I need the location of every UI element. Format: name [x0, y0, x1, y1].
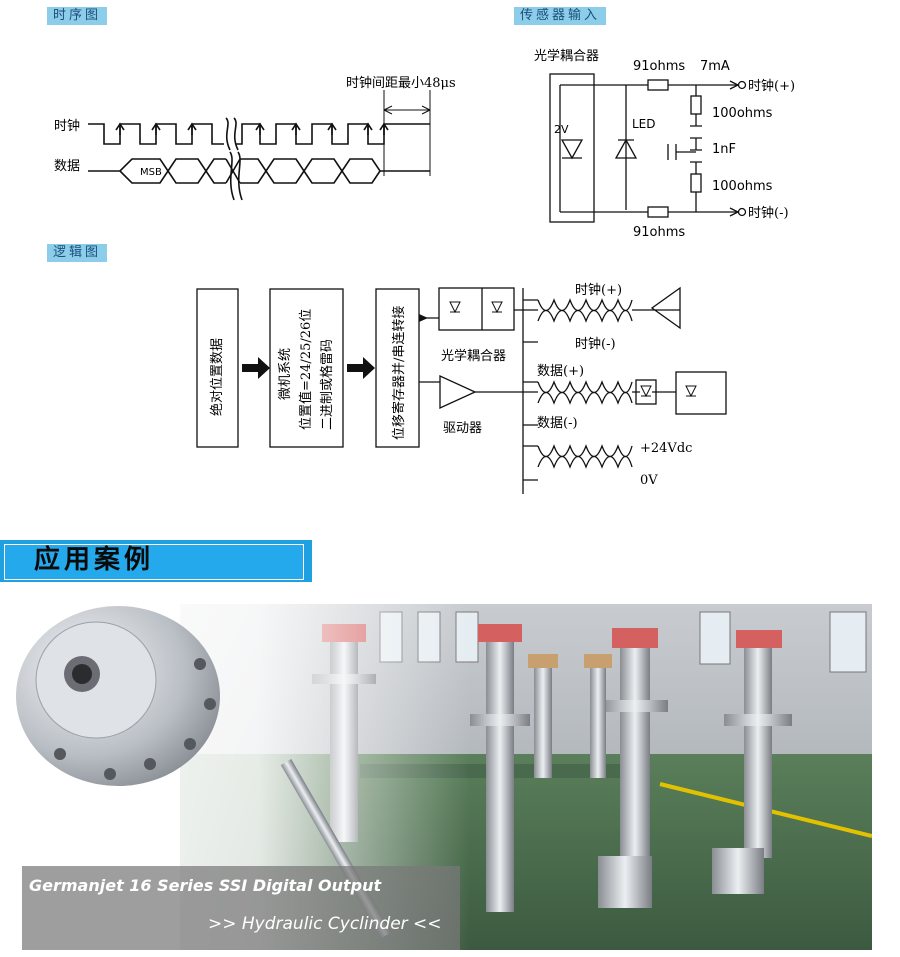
section-tag-logic: 逻辑图: [47, 244, 108, 262]
application-banner-title: 应用案例: [34, 545, 155, 575]
data-waveform: [88, 158, 226, 184]
logic-clock-minus-label: 时钟(-): [575, 336, 616, 352]
block-microcomputer-line2: 位置值=24/25/26位: [298, 309, 314, 430]
clock-label: 时钟: [54, 118, 80, 134]
block-shift-register: [375, 288, 420, 448]
caption-product-line: Germanjet 16 Series SSI Digital Output: [29, 876, 382, 895]
capacitor-label: 1nF: [712, 142, 736, 157]
power-label: +24Vdc: [640, 441, 692, 456]
sensor-input-circuit: 光学耦合器 91ohms 7mA 时钟(+) 100ohms LED 1nF 1…: [534, 48, 795, 240]
optocoupler-label: 光学耦合器: [534, 48, 599, 64]
caption-application-line: >> Hydraulic Cyclinder <<: [208, 914, 442, 934]
block-microcomputer-line1: 微机系统: [278, 348, 293, 400]
resistor-91-bottom-label: 91ohms: [633, 225, 685, 240]
logic-diagram: 绝对位置数据 微机系统 位置值=24/25/26位 二进制或格雷码 位移寄存器并…: [196, 282, 727, 494]
msb-label: MSB: [140, 167, 162, 178]
resistor-91-bottom: [647, 206, 669, 218]
resistor-100-top: [690, 95, 702, 115]
current-label: 7mA: [700, 59, 730, 74]
clock-waveform: [88, 123, 430, 145]
driver-symbol: [439, 374, 477, 410]
interval-label: 时钟间距最小48μs: [346, 75, 456, 91]
driver-label: 驱动器: [443, 421, 482, 436]
clock-minus-label: 时钟(-): [748, 205, 789, 221]
resistor-100-top-label: 100ohms: [712, 106, 773, 121]
resistor-91-top: [647, 79, 669, 91]
block-absolute-position: [196, 288, 239, 448]
data-plus-label: 数据(+): [537, 364, 584, 379]
resistor-91-top-label: 91ohms: [633, 59, 685, 74]
led-label: LED: [632, 117, 656, 131]
resistor-100-bottom-label: 100ohms: [712, 179, 773, 194]
section-tag-sensor-input: 传感器输入: [514, 7, 607, 25]
optocoupler-box: [549, 73, 595, 223]
timing-diagram: 时钟 数据 MSB 时钟间距最小48μs: [54, 75, 456, 201]
sensor-product-image: [16, 606, 392, 939]
data-minus-label: 数据(-): [537, 416, 578, 431]
section-tag-timing: 时序图: [47, 7, 108, 25]
ground-label: 0V: [640, 473, 658, 488]
voltage-2v-label: 2V: [554, 123, 569, 136]
block-absolute-position-label: 绝对位置数据: [209, 338, 225, 416]
block-shift-register-label: 位移寄存器并/串连转接: [391, 306, 407, 440]
application-banner: 应用案例: [0, 540, 312, 582]
logic-clock-plus-label: 时钟(+): [575, 282, 622, 298]
block-microcomputer-line3: 二进制或格雷码: [319, 339, 335, 430]
resistor-100-bottom: [690, 173, 702, 193]
logic-optocoupler-label: 光学耦合器: [441, 348, 506, 364]
photo-caption: Germanjet 16 Series SSI Digital Output >…: [22, 866, 460, 950]
clock-plus-label: 时钟(+): [748, 78, 795, 94]
data-label: 数据: [54, 159, 80, 174]
